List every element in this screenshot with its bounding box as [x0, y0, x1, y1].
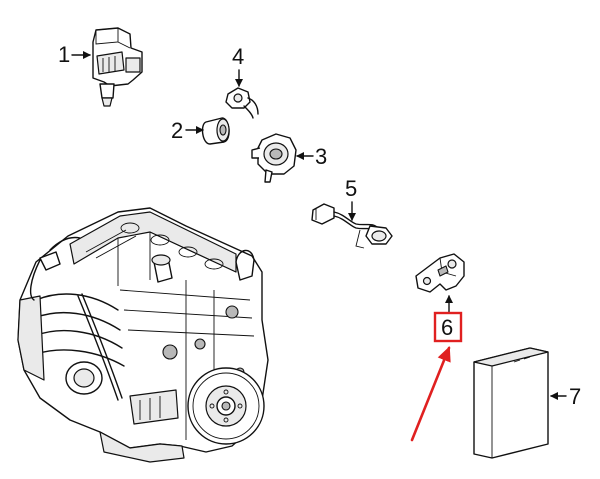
part-6-bracket[interactable]	[415, 253, 465, 293]
part-1-sensor-module[interactable]	[92, 27, 143, 107]
callout-1: 1	[58, 42, 91, 67]
callout-5: 5	[345, 176, 357, 221]
part-3-position-sensor[interactable]	[251, 133, 297, 183]
callout-label-7: 7	[569, 384, 581, 409]
callout-label-1: 1	[58, 42, 70, 67]
callout-7: 7	[550, 384, 581, 409]
callout-label-6: 6	[441, 315, 453, 340]
callout-label-2: 2	[171, 118, 183, 143]
callout-label-5: 5	[345, 176, 357, 201]
part-7-control-module[interactable]	[473, 347, 549, 459]
part-4-small-sensor[interactable]	[225, 87, 259, 119]
part-2-bushing[interactable]	[201, 117, 230, 145]
callout-3: 3	[296, 144, 327, 169]
callout-label-3: 3	[315, 144, 327, 169]
callout-4: 4	[232, 44, 244, 87]
highlight-pointer-arrow	[410, 346, 451, 442]
callout-2: 2	[171, 118, 204, 143]
part-5-knock-sensor[interactable]	[311, 203, 393, 249]
callout-label-4: 4	[232, 44, 244, 69]
engine-assembly	[17, 207, 269, 463]
callout-6: 6	[433, 295, 463, 343]
highlight-box	[433, 311, 463, 343]
